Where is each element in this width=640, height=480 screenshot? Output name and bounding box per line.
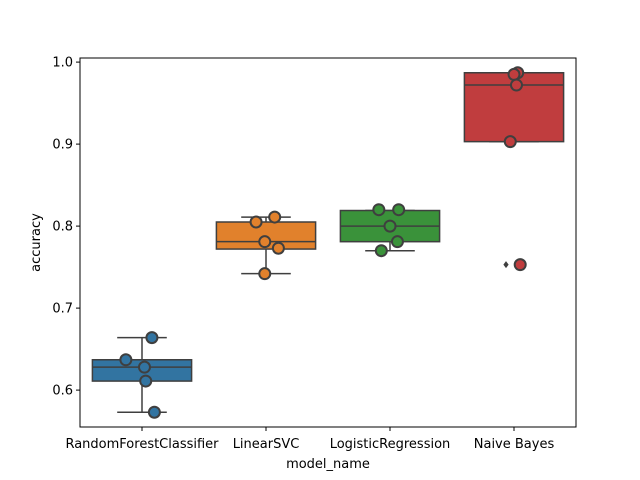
data-point [374,244,388,258]
data-point [258,235,272,249]
data-point [249,215,263,229]
y-tick-label: 0.9 [52,138,73,153]
data-point [119,353,133,367]
y-tick-label: 0.7 [52,302,73,317]
y-tick-label: 1.0 [52,56,73,71]
data-point [383,219,397,233]
data-point [268,210,282,224]
outlier-marker [503,261,509,269]
data-point [258,267,272,281]
y-tick-label: 0.8 [52,220,73,235]
data-point [145,331,159,345]
x-tick-label: LogisticRegression [330,437,451,452]
data-point [503,135,517,149]
data-point [513,258,527,272]
data-point [139,374,153,388]
x-axis: RandomForestClassifier LinearSVC LogisticR… [65,427,554,452]
y-tick-label: 0.6 [52,384,73,399]
data-point [390,235,404,249]
x-tick-label: RandomForestClassifier [65,437,219,452]
x-axis-label: model_name [286,457,370,472]
plot-frame [79,57,577,428]
data-point [372,203,386,217]
x-tick-label: LinearSVC [233,437,300,452]
data-point [509,78,523,92]
data-point [392,203,406,217]
x-tick-label: Naive Bayes [474,437,555,452]
data-point [147,405,161,419]
data-point [507,67,521,81]
data-point [137,360,151,374]
data-point [271,241,285,255]
plot-area [91,66,565,419]
y-axis-label: accuracy [29,213,44,272]
y-axis: 0.6 0.7 0.8 0.9 1.0 [52,56,80,399]
